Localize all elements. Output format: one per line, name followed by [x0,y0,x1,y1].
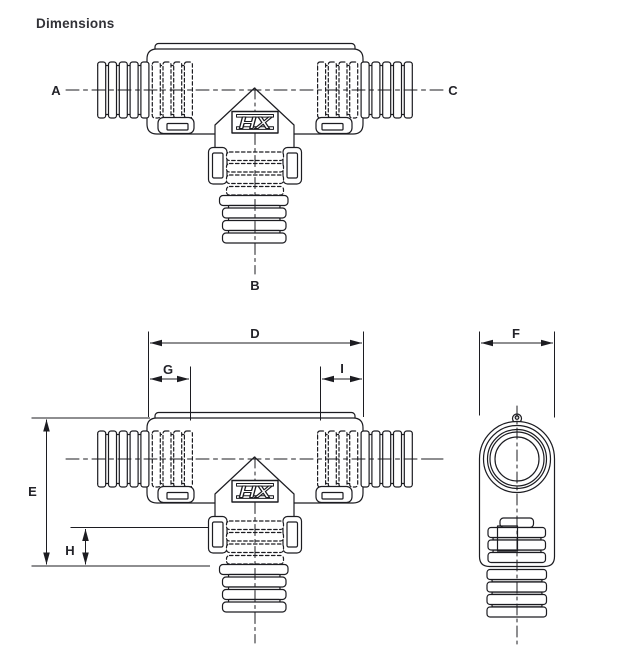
label-dim-d: D [250,326,259,341]
label-dim-h: H [65,543,74,558]
label-dim-e: E [28,484,37,499]
extension-lines [148,331,555,421]
side-view [424,405,556,649]
label-port-b: B [250,278,259,293]
front-view-top [65,42,444,275]
page-title: Dimensions [36,16,115,31]
label-dim-i: I [340,361,344,376]
label-port-c: C [448,83,458,98]
dimension-lines [31,331,555,567]
label-port-a: A [51,83,61,98]
label-dim-g: G [163,362,173,377]
label-dim-f: F [512,326,520,341]
